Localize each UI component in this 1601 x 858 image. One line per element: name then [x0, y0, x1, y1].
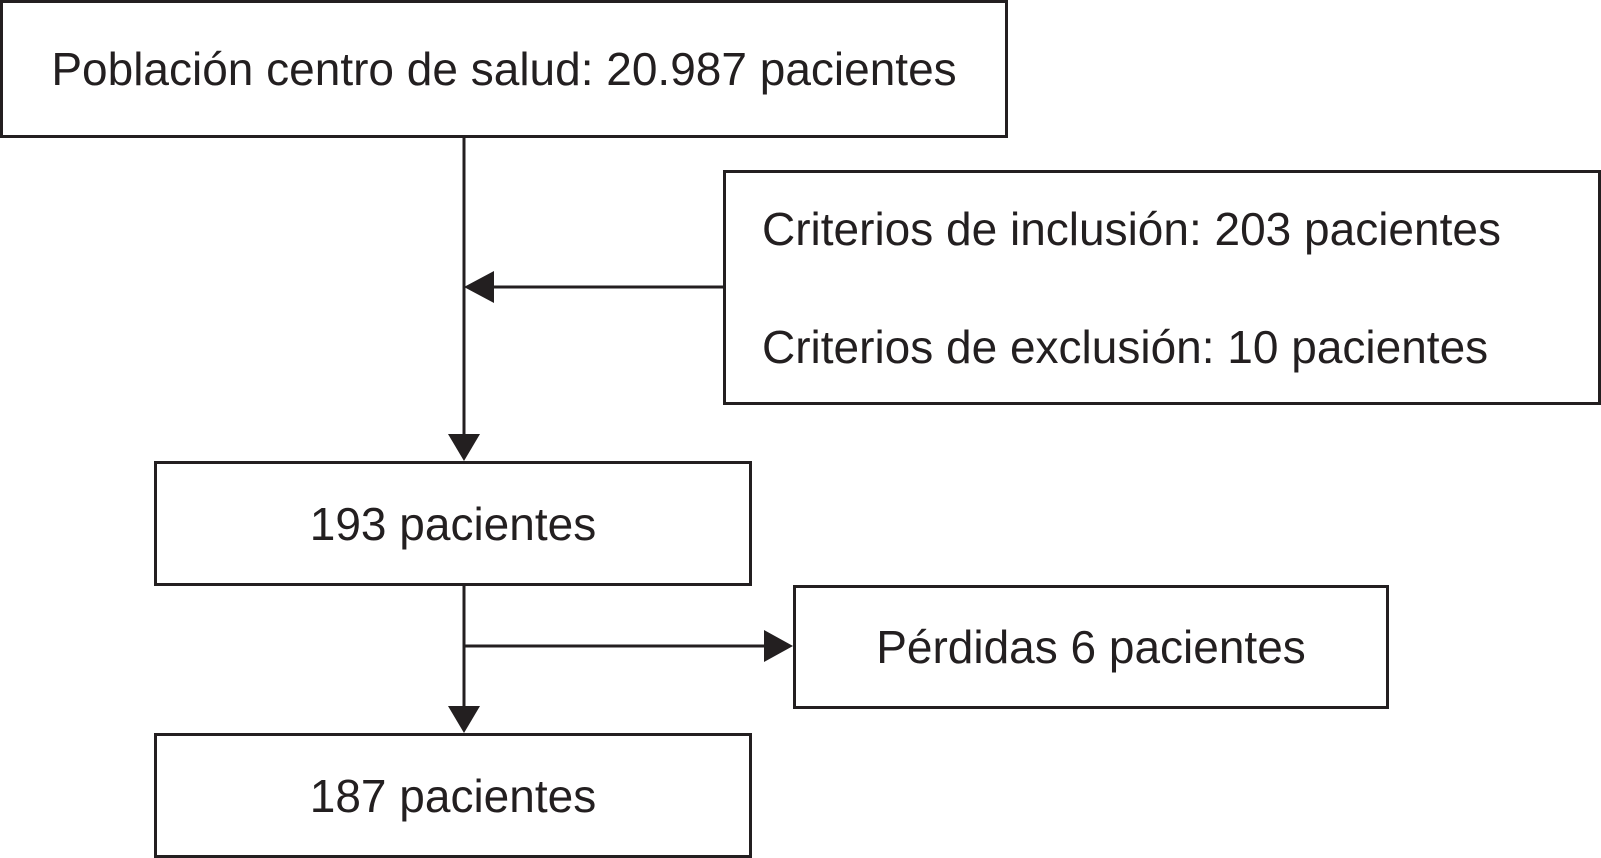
included-patients-box: 193 pacientes: [154, 461, 752, 586]
population-label: Población centro de salud: 20.987 pacien…: [51, 43, 957, 95]
losses-box: Pérdidas 6 pacientes: [793, 585, 1389, 709]
arrowhead-down-to-187: [448, 706, 480, 733]
arrowhead-right-to-losses: [764, 630, 793, 662]
inclusion-criteria-label: Criterios de inclusión: 203 pacientes: [762, 202, 1501, 255]
losses-label: Pérdidas 6 pacientes: [876, 621, 1306, 673]
exclusion-criteria-label: Criterios de exclusión: 10 pacientes: [762, 320, 1489, 373]
arrowhead-down-to-193: [448, 434, 480, 461]
included-patients-label: 193 pacientes: [309, 497, 597, 550]
arrowhead-left-from-criteria: [464, 271, 494, 303]
criteria-box: Criterios de inclusión: 203 pacientes Cr…: [723, 170, 1601, 405]
final-patients-label: 187 pacientes: [309, 769, 597, 822]
final-patients-box: 187 pacientes: [154, 733, 752, 858]
population-box: Población centro de salud: 20.987 pacien…: [0, 0, 1008, 138]
